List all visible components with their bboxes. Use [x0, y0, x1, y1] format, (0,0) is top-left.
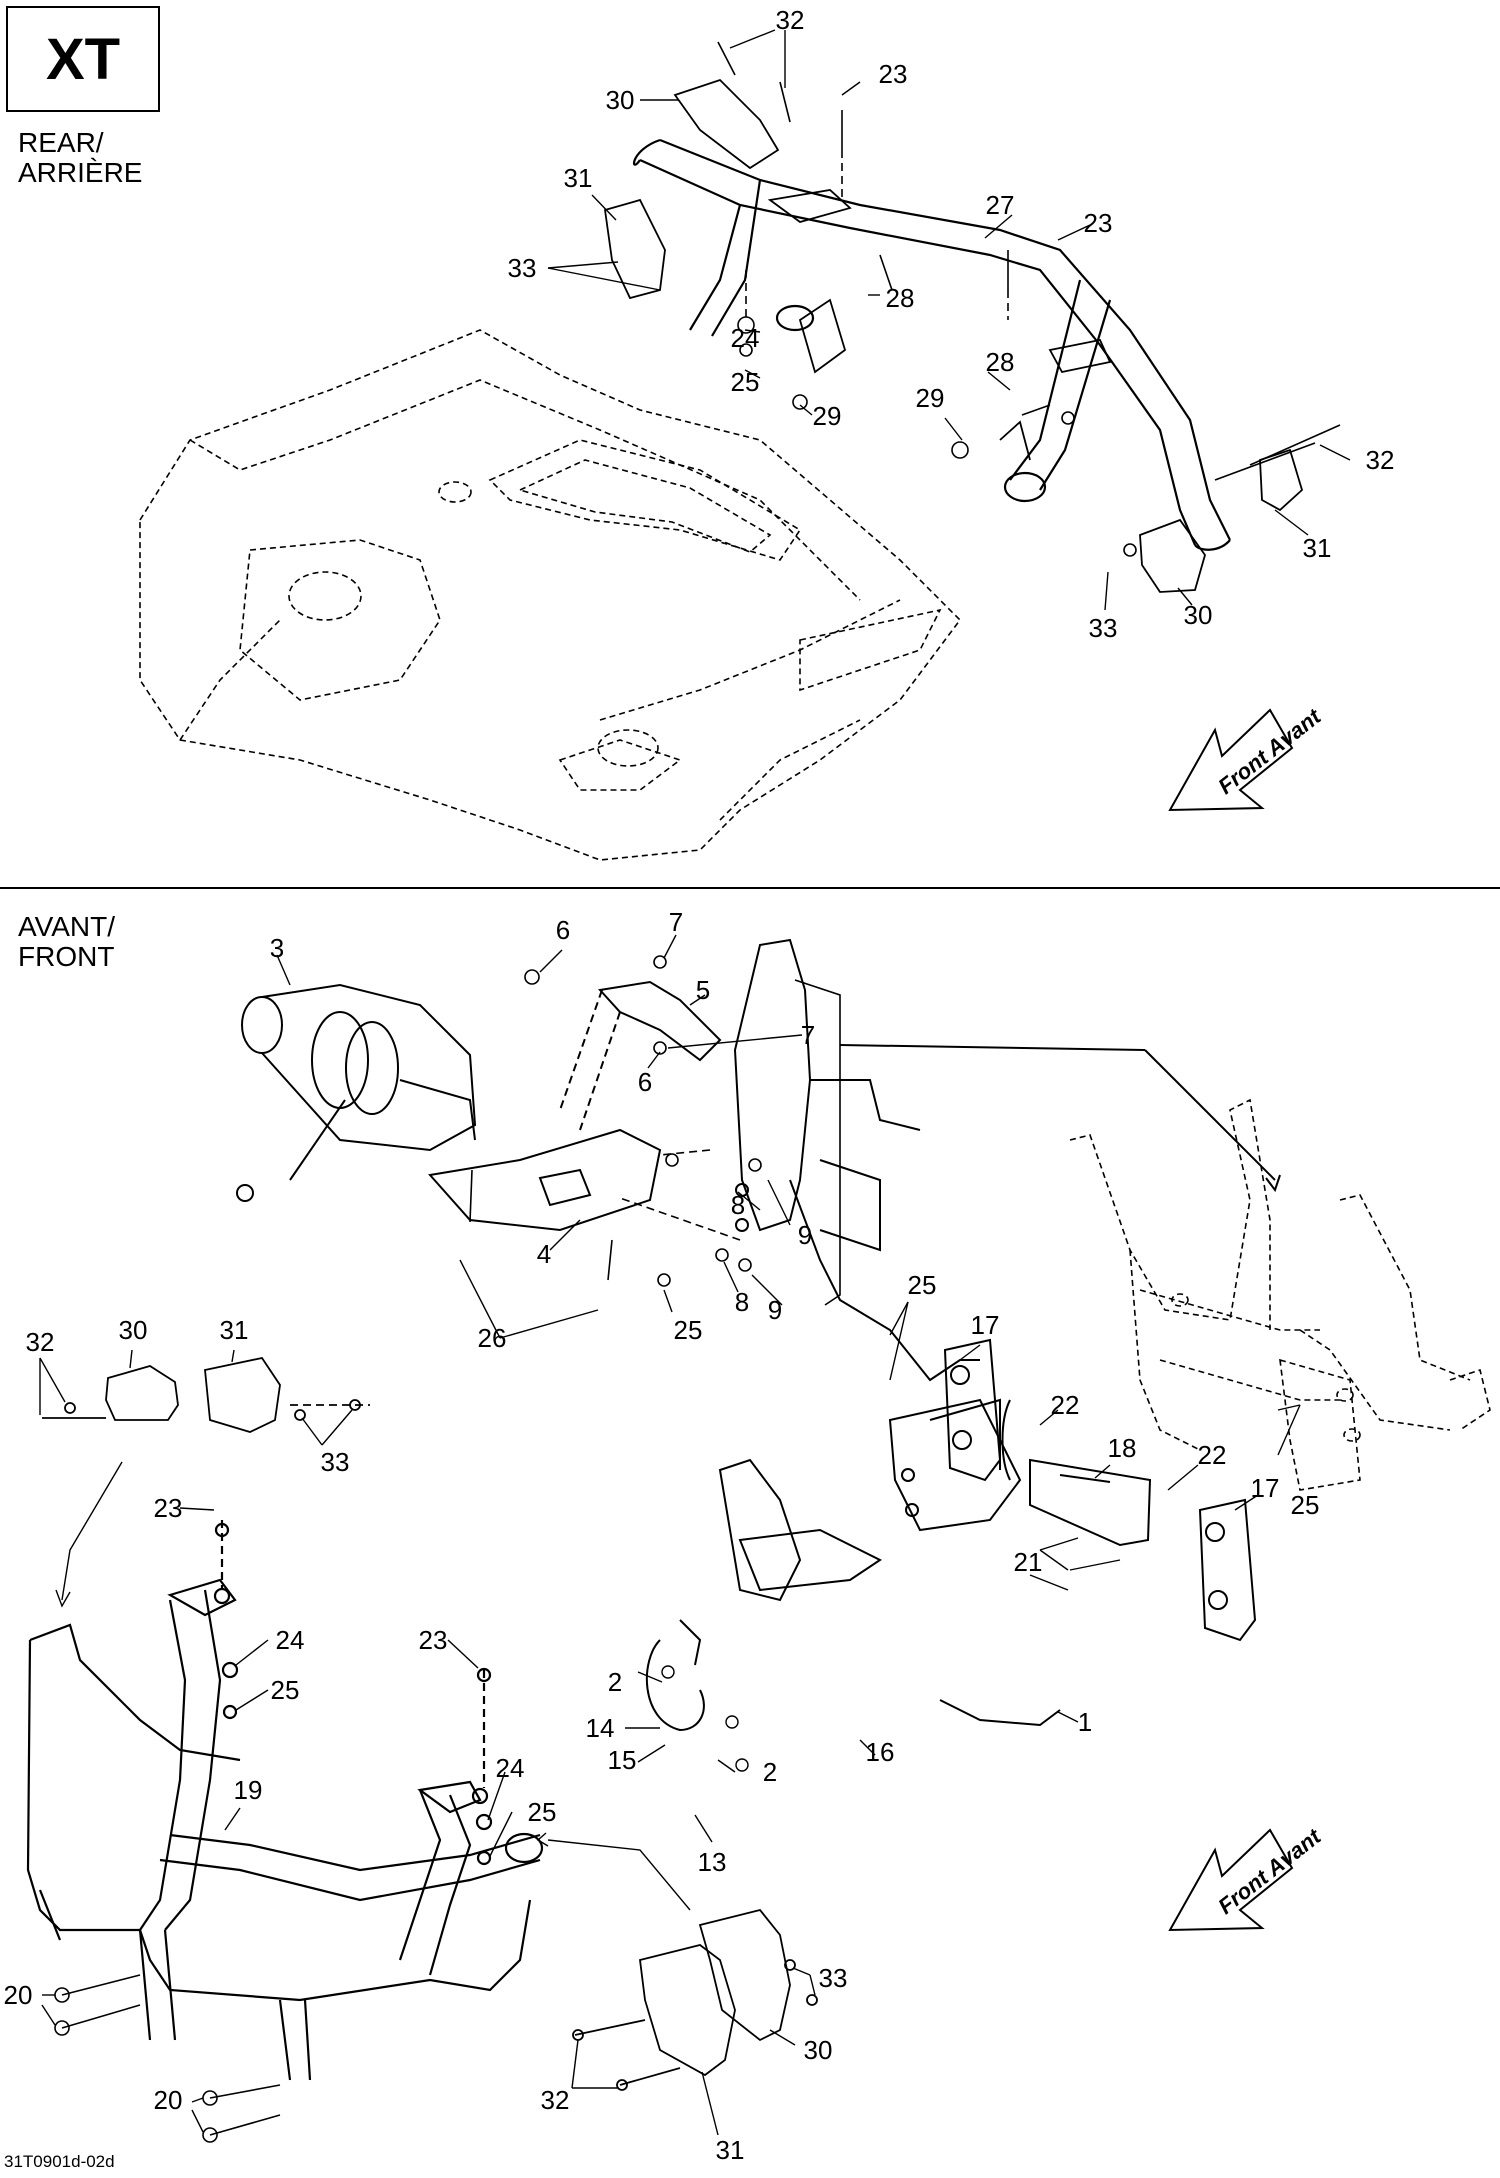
callout: 32 — [1365, 445, 1395, 475]
front-frame-outline — [1069, 1098, 1491, 1491]
callout: 3 — [269, 933, 285, 963]
drawing-reference: 31T0901d-02d — [4, 2152, 115, 2171]
callout: 31 — [563, 163, 593, 193]
rear-leaders — [547, 29, 1351, 611]
callout: 31 — [1302, 533, 1332, 563]
callout: 26 — [477, 1323, 507, 1353]
callout: 23 — [418, 1625, 448, 1655]
callout: 33 — [818, 1963, 848, 1993]
callout: 25 — [673, 1315, 703, 1345]
callout: 14 — [585, 1713, 615, 1743]
callout: 28 — [885, 283, 915, 313]
callout: 23 — [153, 1493, 183, 1523]
front-bumper-bolts — [54, 1974, 281, 2143]
callout: 30 — [118, 1315, 148, 1345]
callout: 25 — [907, 1270, 937, 1300]
callout: 13 — [697, 1847, 727, 1877]
callout: 30 — [803, 2035, 833, 2065]
model-badge: XT — [6, 6, 160, 112]
callout: 2 — [607, 1667, 623, 1697]
callout: 18 — [1107, 1433, 1137, 1463]
rear-bolts — [717, 41, 1341, 557]
callout: 31 — [715, 2135, 745, 2165]
front-bumper-leaders — [41, 1507, 691, 2133]
callout: 9 — [797, 1220, 813, 1250]
front-section-title: AVANT/ FRONT — [18, 911, 115, 973]
callout: 7 — [668, 907, 684, 937]
callout: 20 — [153, 2085, 183, 2115]
callout: 24 — [730, 323, 760, 353]
callout: 32 — [540, 2085, 570, 2115]
winch-group — [236, 979, 1281, 1306]
rear-brackets — [767, 189, 1112, 461]
callout: 32 — [25, 1327, 55, 1357]
callout: 8 — [734, 1287, 750, 1317]
hitch-leaders — [625, 1301, 1301, 1843]
callout: 21 — [1013, 1547, 1043, 1577]
callout: 25 — [730, 367, 760, 397]
rear-fender-outline — [139, 329, 962, 861]
callout: 32 — [775, 5, 805, 35]
callout: 27 — [985, 190, 1015, 220]
callout: 30 — [605, 85, 635, 115]
left-clamp-leaders — [39, 1349, 353, 1608]
left-clamps — [42, 1356, 370, 1433]
front-arrow-bottom — [1168, 1828, 1294, 1932]
callout: 24 — [275, 1625, 305, 1655]
callout: 25 — [270, 1675, 300, 1705]
callout: 7 — [800, 1020, 816, 1050]
callout: 33 — [1088, 613, 1118, 643]
callout: 25 — [527, 1797, 557, 1827]
callout: 5 — [695, 975, 711, 1005]
callout: 19 — [233, 1775, 263, 1805]
callout: 15 — [607, 1745, 637, 1775]
callout: 8 — [730, 1190, 746, 1220]
front-bumper-tube — [26, 1520, 544, 2081]
callout: 31 — [219, 1315, 249, 1345]
callout: 9 — [767, 1295, 783, 1325]
callout: 6 — [555, 915, 571, 945]
callout: 33 — [507, 253, 537, 283]
right-clamps — [572, 1908, 818, 2091]
front-arrow-top — [1168, 708, 1294, 812]
callout: 22 — [1197, 1440, 1227, 1470]
rear-clamps — [604, 78, 1304, 593]
winch-bolts — [469, 955, 762, 1287]
right-clamp-leaders — [571, 1967, 816, 2136]
callout: 16 — [865, 1737, 895, 1767]
callout: 1 — [1077, 1707, 1093, 1737]
callout: 29 — [812, 401, 842, 431]
callout: 2 — [762, 1757, 778, 1787]
callout: 20 — [3, 1980, 33, 2010]
callout: 4 — [536, 1239, 552, 1269]
callout: 28 — [985, 347, 1015, 377]
rear-section-title: REAR/ ARRIÈRE — [18, 127, 143, 189]
callout: 22 — [1050, 1390, 1080, 1420]
winch-leaders — [276, 934, 803, 1339]
callout: 17 — [970, 1310, 1000, 1340]
callout: 23 — [1083, 208, 1113, 238]
callout: 29 — [915, 383, 945, 413]
callout: 25 — [1290, 1490, 1320, 1520]
callout: 6 — [637, 1067, 653, 1097]
callout: 17 — [1250, 1473, 1280, 1503]
callout: 30 — [1183, 600, 1213, 630]
callout: 23 — [878, 59, 908, 89]
hitch-plates — [943, 1338, 1257, 1642]
rear-bumper-tube — [632, 138, 1231, 551]
callout: 33 — [320, 1447, 350, 1477]
callout: 24 — [495, 1753, 525, 1783]
